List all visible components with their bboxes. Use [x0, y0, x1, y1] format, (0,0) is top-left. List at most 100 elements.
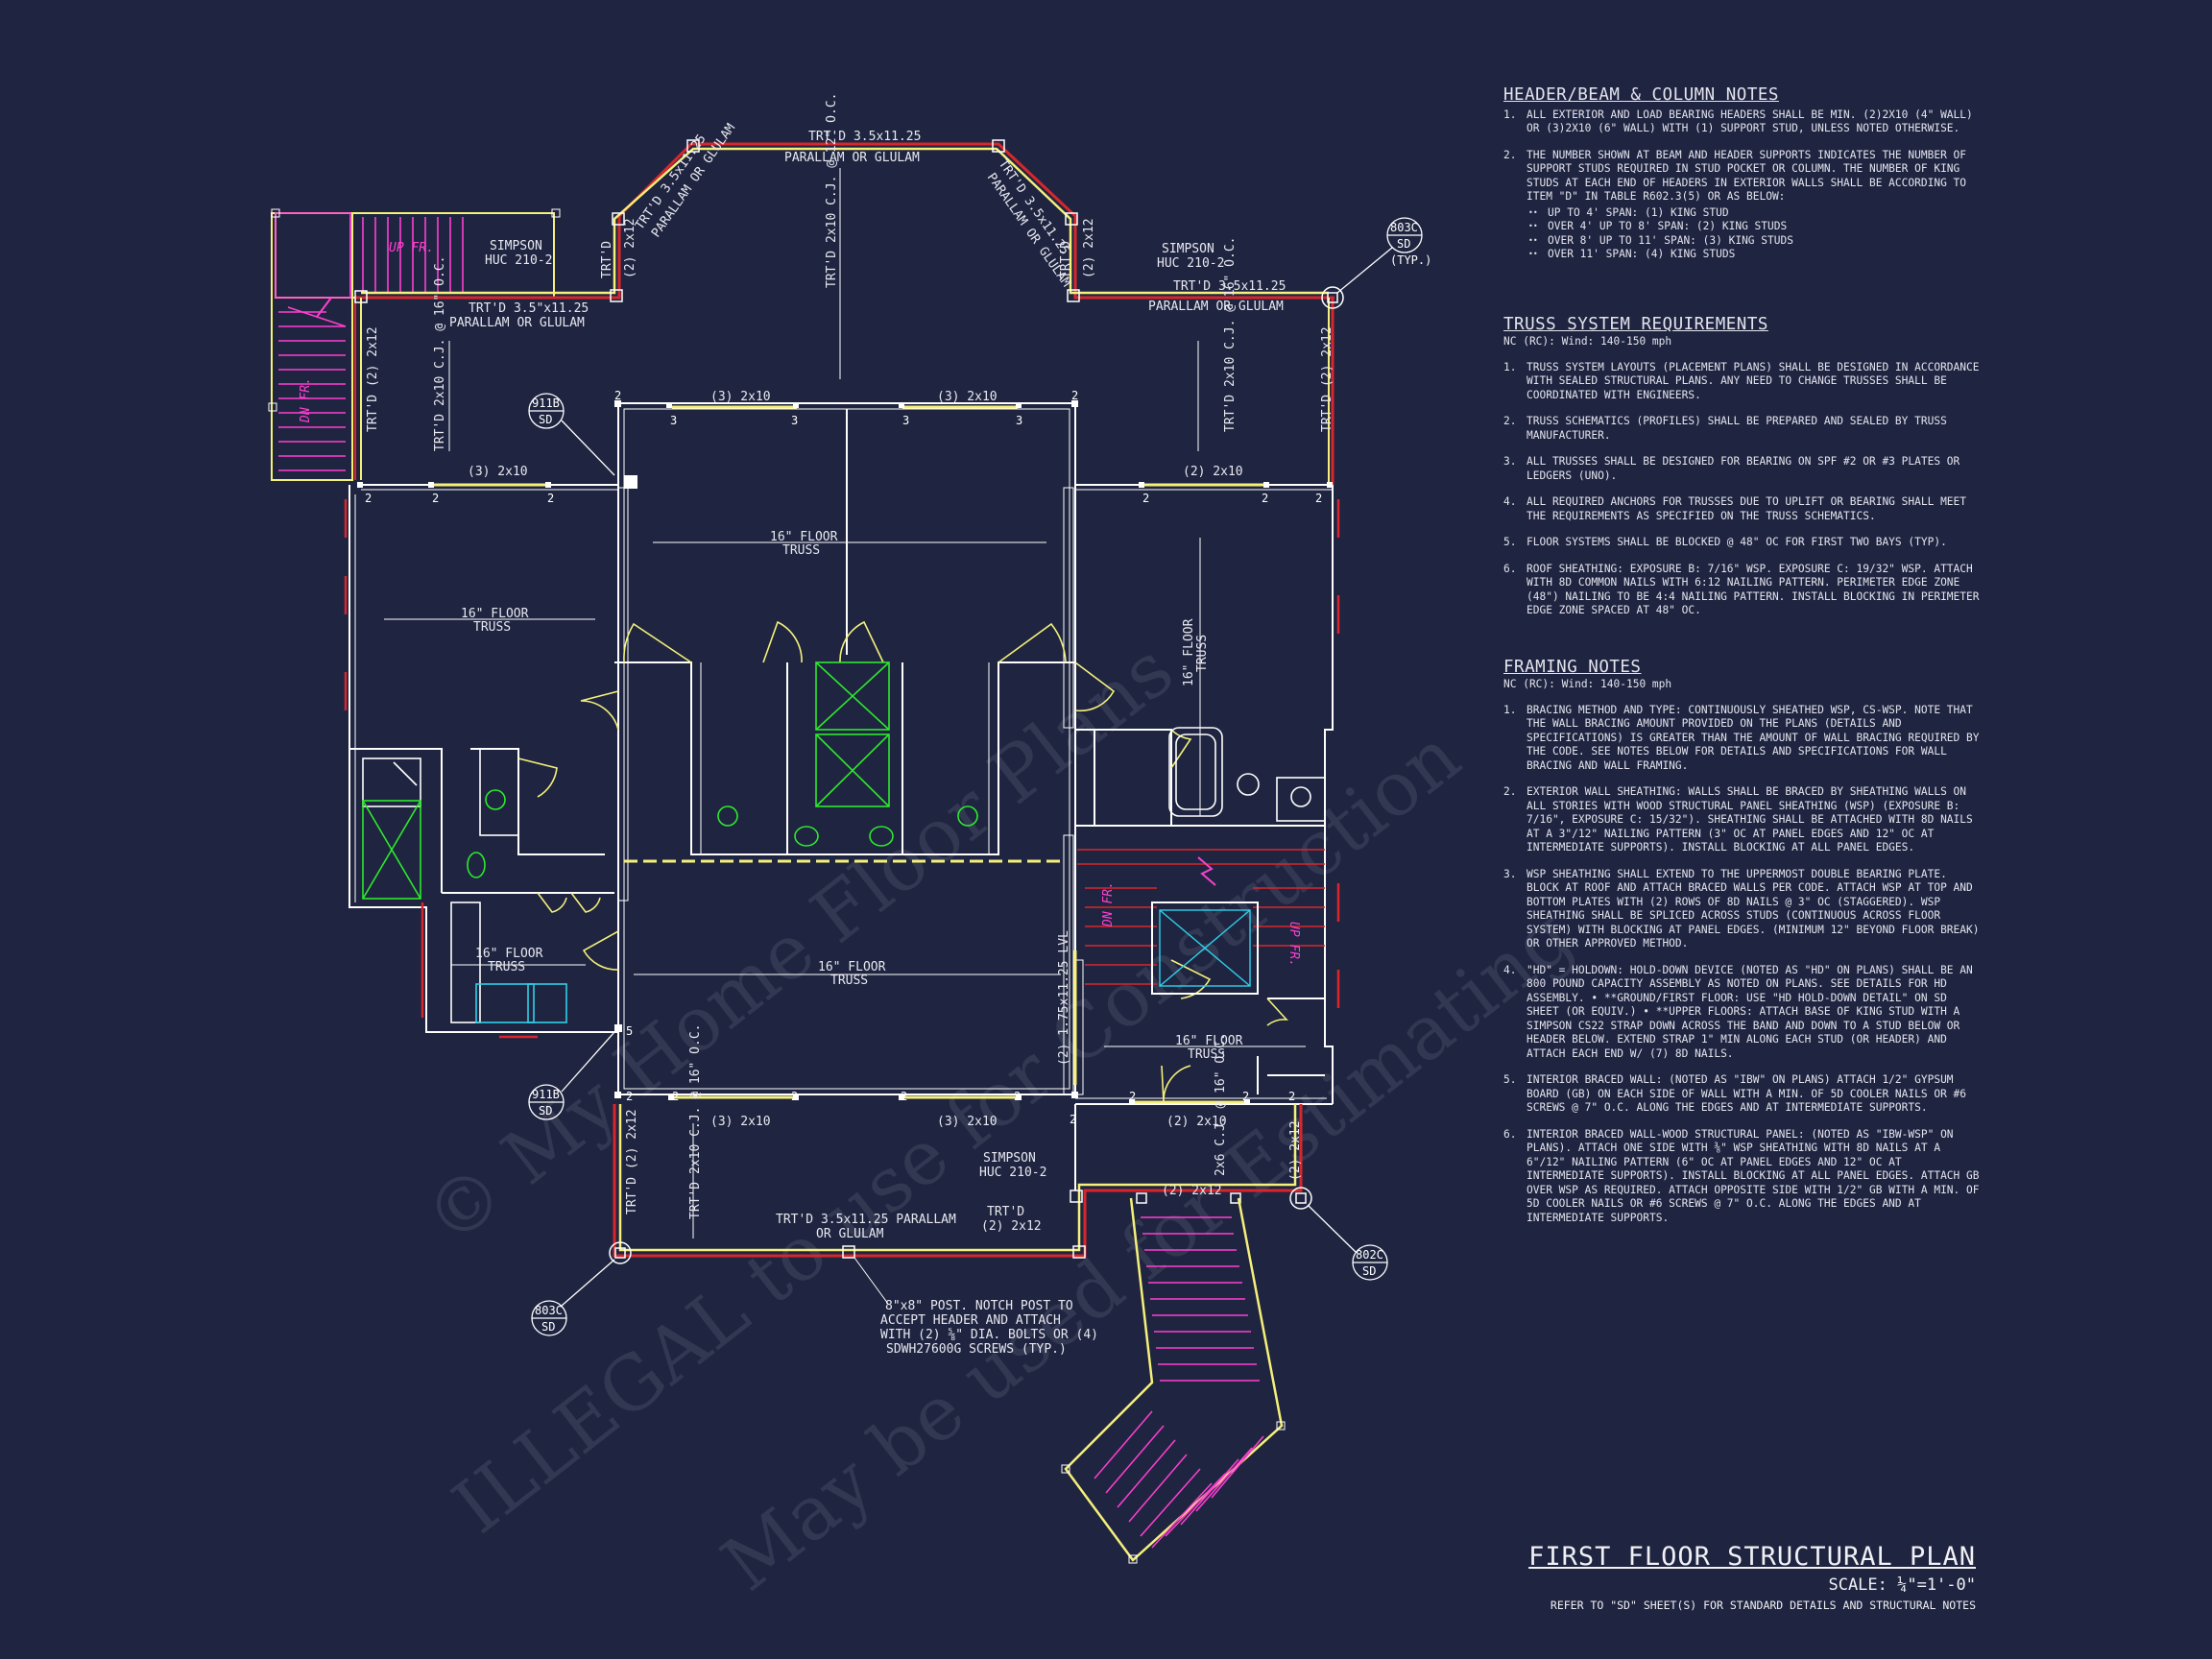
label-2x12-post-l: (2) 2x12 — [623, 218, 637, 278]
stud-num: 2 — [1142, 492, 1149, 505]
stud-numbers: 2 2 3 3 3 3 2 2 2 2 2 2 5 2 2 2 2 2 2 2 … — [365, 389, 1322, 1126]
label-hdr-7: (2) 2x10 — [1166, 1115, 1227, 1129]
framing-note: 1.BRACING METHOD AND TYPE: CONTINUOUSLY … — [1503, 704, 1984, 774]
doors — [517, 620, 1288, 1103]
hatched-walls — [617, 487, 1084, 1095]
label-trtd-2x12-right: TRT'D (2) 2x12 — [1320, 326, 1334, 432]
label-truss-5a: 16" FLOOR — [1175, 1034, 1243, 1048]
label-parallam-left: PARALLAM OR GLULAM — [449, 316, 585, 330]
label-cj-left: TRT'D 2x10 C.J. @ 16" O.C. — [433, 256, 447, 452]
note-text: ROOF SHEATHING: EXPOSURE B: 7/16" WSP. E… — [1527, 562, 1980, 617]
label-truss-3b: TRUSS — [830, 974, 868, 988]
note-text: INTERIOR BRACED WALL: (NOTED AS "IBW" ON… — [1527, 1073, 1967, 1114]
label-trtd-right-beam: TRT'D 3.5x11.25 — [1173, 279, 1286, 294]
label-post-note-4: SDWH27600G SCREWS (TYP.) — [886, 1342, 1067, 1357]
king-stud-bullet: UP TO 4' SPAN: (1) KING STUD — [1503, 206, 1984, 221]
label-truss-1b: TRUSS — [782, 543, 820, 558]
label-trtd-2x12-bottom-l: TRT'D (2) 2x12 — [625, 1109, 639, 1214]
label-parallam-top: PARALLAM OR GLULAM — [784, 151, 920, 165]
note-number: 4. — [1503, 495, 1517, 508]
label-2x6-cj: 2x6 C.J. @ 16" O.C. — [1214, 1033, 1228, 1176]
note-text: BRACING METHOD AND TYPE: CONTINUOUSLY SH… — [1527, 703, 1980, 772]
label-truss-4b: TRUSS — [488, 960, 525, 974]
label-hdr-3: (3) 2x10 — [468, 465, 528, 479]
stud-num: 2 — [1262, 492, 1268, 505]
stud-num: 2 — [547, 492, 554, 505]
truss-note: 2.TRUSS SCHEMATICS (PROFILES) SHALL BE P… — [1503, 415, 1984, 443]
king-stud-bullet: OVER 8' UP TO 11' SPAN: (3) KING STUDS — [1503, 234, 1984, 249]
stud-num: 3 — [791, 414, 798, 427]
stud-num: 2 — [1014, 1090, 1021, 1103]
label-cj-center: TRT'D 2x10 C.J. @ 12" O.C. — [825, 93, 839, 289]
tag-sd-4: SD — [541, 1320, 555, 1334]
label-cj-bottom: TRT'D 2x10 C.J. @ 16" O.C. — [688, 1024, 703, 1220]
header-note-1: 1.ALL EXTERIOR AND LOAD BEARING HEADERS … — [1503, 108, 1984, 136]
label-trtd-post-r: TRT'D — [1059, 241, 1073, 278]
bath-fixtures — [362, 661, 1326, 1023]
label-truss-6a: 16" FLOOR — [1182, 618, 1196, 686]
stud-num: 2 — [1288, 1090, 1295, 1103]
stud-num: 2 — [432, 492, 439, 505]
stud-num: 2 — [672, 1090, 679, 1103]
stud-num: 2 — [614, 389, 621, 402]
label-hdr-6: (3) 2x10 — [937, 1115, 998, 1129]
label-trtd-post-l: TRT'D — [600, 241, 614, 278]
label-truss-4a: 16" FLOOR — [475, 947, 543, 961]
header-beam-notes: HEADER/BEAM & COLUMN NOTES 1.ALL EXTERIO… — [1503, 85, 1984, 262]
label-hdr-5: (3) 2x10 — [710, 1115, 771, 1129]
label-huc-right: HUC 210-2 — [1157, 256, 1224, 271]
bottom-stair — [1061, 1197, 1286, 1564]
label-trtd-left-beam: TRT'D 3.5"x11.25 — [469, 301, 589, 316]
note-text: "HD" = HOLDOWN: HOLD-DOWN DEVICE (NOTED … — [1527, 963, 1973, 1060]
bottom-porch — [609, 1104, 1312, 1264]
header-notes-title: HEADER/BEAM & COLUMN NOTES — [1503, 85, 1779, 105]
label-dn-fr-left: DN FR. — [299, 377, 313, 423]
note-number: 2. — [1503, 148, 1517, 161]
label-post-note-1: 8"x8" POST. NOTCH POST TO — [885, 1299, 1073, 1313]
label-simpson-right: SIMPSON — [1162, 242, 1214, 256]
stud-num: 3 — [670, 414, 677, 427]
tag-911b-top: 911B — [532, 397, 560, 410]
label-truss-3a: 16" FLOOR — [818, 960, 886, 974]
tag-sd-3: SD — [539, 1104, 552, 1118]
label-2x12-post-r: (2) 2x12 — [1082, 218, 1096, 278]
note-number: 2. — [1503, 785, 1517, 798]
label-trtd-2x12-bottom-r: (2) 2x12 — [1288, 1120, 1303, 1181]
label-dn-fr-center: DN FR. — [1101, 881, 1116, 927]
plan-scale: SCALE: ¼"=1'-0" — [1828, 1575, 1976, 1595]
truss-note: 6. ROOF SHEATHING: EXPOSURE B: 7/16" WSP.… — [1503, 563, 1984, 618]
label-truss-2a: 16" FLOOR — [461, 607, 529, 621]
stud-num: 2 — [1129, 1090, 1136, 1103]
tag-sd-1: SD — [1397, 237, 1410, 251]
stud-num: 2 — [626, 1090, 633, 1103]
label-hdr-8: (2) 2x12 — [1162, 1184, 1222, 1198]
detail-tag-text: 803C SD (TYP.) 911B SD 911B SD 803C SD 8… — [532, 221, 1431, 1334]
label-simpson-left: SIMPSON — [490, 239, 542, 253]
tag-911b-bottom: 911B — [532, 1088, 560, 1101]
note-text: INTERIOR BRACED WALL-WOOD STRUCTURAL PAN… — [1527, 1127, 1980, 1224]
king-stud-bullet: OVER 11' SPAN: (4) KING STUDS — [1503, 248, 1984, 262]
framing-note: 5.INTERIOR BRACED WALL: (NOTED AS "IBW" … — [1503, 1073, 1984, 1116]
truss-notes: TRUSS SYSTEM REQUIREMENTS NC (RC): Wind:… — [1503, 316, 1984, 618]
framing-note: 3.WSP SHEATHING SHALL EXTEND TO THE UPPE… — [1503, 868, 1984, 951]
header-note-2: 2.THE NUMBER SHOWN AT BEAM AND HEADER SU… — [1503, 149, 1984, 204]
stud-num: 3 — [902, 414, 909, 427]
stud-num: 3 — [1016, 414, 1022, 427]
label-post-note-3: WITH (2) ⅝" DIA. BOLTS OR (4) — [880, 1328, 1098, 1342]
label-trtd-top: TRT'D 3.5x11.25 — [808, 130, 921, 144]
label-up-fr-center: UP FR. — [1286, 922, 1301, 967]
label-hdr-2: (3) 2x10 — [937, 390, 998, 404]
note-text: TRUSS SCHEMATICS (PROFILES) SHALL BE PRE… — [1527, 415, 1947, 442]
tag-803c-top: 803C — [1390, 221, 1418, 234]
plan-title: FIRST FLOOR STRUCTURAL PLAN — [1528, 1542, 1976, 1572]
label-2x12-bottom-r: (2) 2x12 — [981, 1219, 1042, 1234]
truss-note: 5.FLOOR SYSTEMS SHALL BE BLOCKED @ 48" O… — [1503, 536, 1984, 550]
headers — [432, 405, 1267, 1104]
label-truss-2b: TRUSS — [473, 620, 511, 635]
note-text: ALL EXTERIOR AND LOAD BEARING HEADERS SH… — [1527, 108, 1973, 135]
tag-803c-bottom: 803C — [535, 1304, 563, 1317]
label-huc-bottom: HUC 210-2 — [979, 1166, 1046, 1180]
note-number: 6. — [1503, 562, 1517, 575]
label-truss-6b: TRUSS — [1195, 635, 1210, 672]
